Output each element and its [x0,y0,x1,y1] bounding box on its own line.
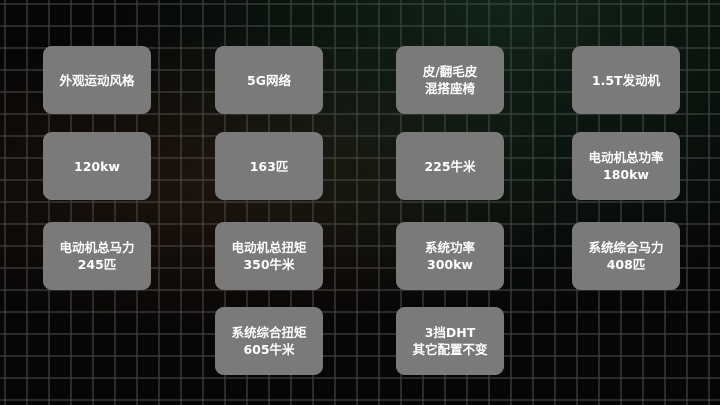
spec-card-text-line2: 180kw [603,167,649,182]
spec-card-engine-power: 120kw [43,132,151,200]
spec-card-text-line1: 电动机总马力 [59,240,135,255]
spec-card-text: 163匹 [249,158,289,174]
spec-card-system-horsepower: 系统综合马力 408匹 [572,222,680,290]
spec-card-text-line1: 电动机总扭矩 [231,240,307,255]
spec-card-text: 5G网络 [247,72,291,88]
spec-card-text-line2: 605牛米 [243,342,295,357]
spec-card-text: 225牛米 [424,158,476,174]
spec-card-motor-torque: 电动机总扭矩 350牛米 [215,222,323,290]
spec-card-text: 外观运动风格 [59,72,135,88]
spec-card-transmission: 3挡DHT 其它配置不变 [396,307,504,375]
spec-card-text-line2: 408匹 [606,257,646,272]
spec-card-text-line2: 245匹 [77,257,117,272]
spec-card-exterior-style: 外观运动风格 [43,46,151,114]
spec-card-text-line1: 3挡DHT [424,325,476,340]
spec-card-text-line2: 混搭座椅 [424,81,475,96]
spec-card-text-line1: 皮/翻毛皮 [422,64,478,79]
spec-card-text: 120kw [74,158,120,174]
spec-card-seats: 皮/翻毛皮 混搭座椅 [396,46,504,114]
spec-card-text-line1: 系统功率 [424,240,475,255]
spec-card-text-line1: 系统综合马力 [588,240,664,255]
spec-card-text-line2: 300kw [427,257,473,272]
spec-card-text-line1: 系统综合扭矩 [231,325,307,340]
spec-card-engine-horsepower: 163匹 [215,132,323,200]
spec-card-engine-torque: 225牛米 [396,132,504,200]
spec-card-text-line1: 电动机总功率 [588,150,664,165]
spec-card-text-line2: 其它配置不变 [412,342,488,357]
spec-card-5g-network: 5G网络 [215,46,323,114]
spec-card-system-power: 系统功率 300kw [396,222,504,290]
spec-card-engine: 1.5T发动机 [572,46,680,114]
spec-card-motor-power: 电动机总功率 180kw [572,132,680,200]
spec-card-system-torque: 系统综合扭矩 605牛米 [215,307,323,375]
spec-card-motor-horsepower: 电动机总马力 245匹 [43,222,151,290]
spec-card-text: 1.5T发动机 [591,72,661,88]
spec-card-text-line2: 350牛米 [243,257,295,272]
